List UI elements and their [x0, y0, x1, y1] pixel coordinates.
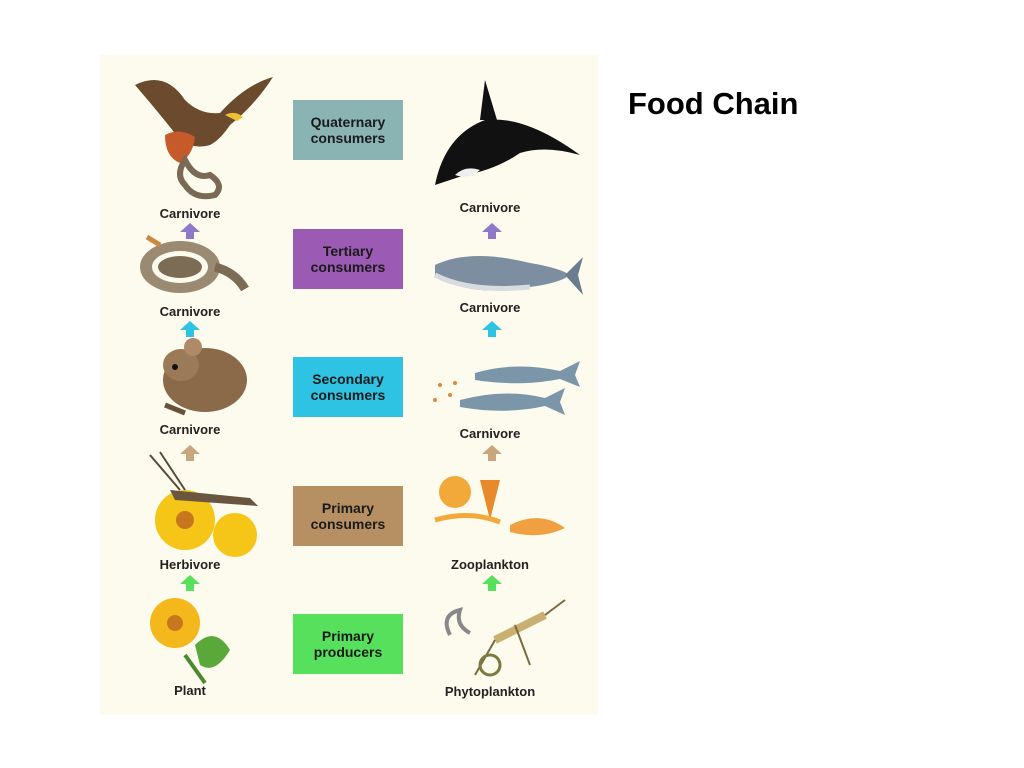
herring-icon [433, 361, 580, 415]
up-arrow-icon [482, 321, 502, 337]
left-label-5: Plant [174, 683, 206, 698]
page-title: Food Chain [628, 86, 799, 121]
snake-icon [140, 234, 249, 293]
up-arrow-icon [482, 445, 502, 461]
level-line2: consumers [310, 130, 386, 146]
grasshopper-icon [149, 451, 258, 557]
left-label-3: Carnivore [159, 422, 221, 437]
right-label-4: Zooplankton [451, 557, 529, 572]
level-line1: Secondary [312, 371, 384, 387]
level-line2: producers [313, 644, 383, 660]
level-line2: consumers [310, 516, 386, 532]
up-arrow-icon [180, 575, 200, 591]
flower-icon [150, 598, 230, 685]
up-arrow-icon [180, 223, 200, 239]
left-label-4: Herbivore [159, 557, 221, 572]
hawk-icon [135, 77, 273, 200]
up-arrow-icon [180, 321, 200, 337]
level-line1: Primary [321, 628, 375, 644]
right-label-1: Carnivore [459, 200, 521, 215]
up-arrow-icon [482, 223, 502, 239]
level-line1: Tertiary [322, 243, 374, 259]
level-line1: Primary [321, 500, 375, 516]
up-arrow-icon [482, 575, 502, 591]
level-line1: Quaternary [310, 114, 386, 130]
right-label-3: Carnivore [459, 426, 521, 441]
left-label-1: Carnivore [159, 206, 221, 221]
phytoplankton-icon [444, 599, 566, 677]
mouse-icon [163, 338, 247, 416]
tuna-icon [433, 255, 583, 295]
orca-icon [435, 80, 580, 185]
right-label-2: Carnivore [459, 300, 521, 315]
zooplankton-icon [434, 476, 565, 536]
level-line2: consumers [310, 259, 386, 275]
left-label-2: Carnivore [159, 304, 221, 319]
right-label-5: Phytoplankton [444, 684, 536, 699]
up-arrow-icon [180, 445, 200, 461]
level-line2: consumers [310, 387, 386, 403]
